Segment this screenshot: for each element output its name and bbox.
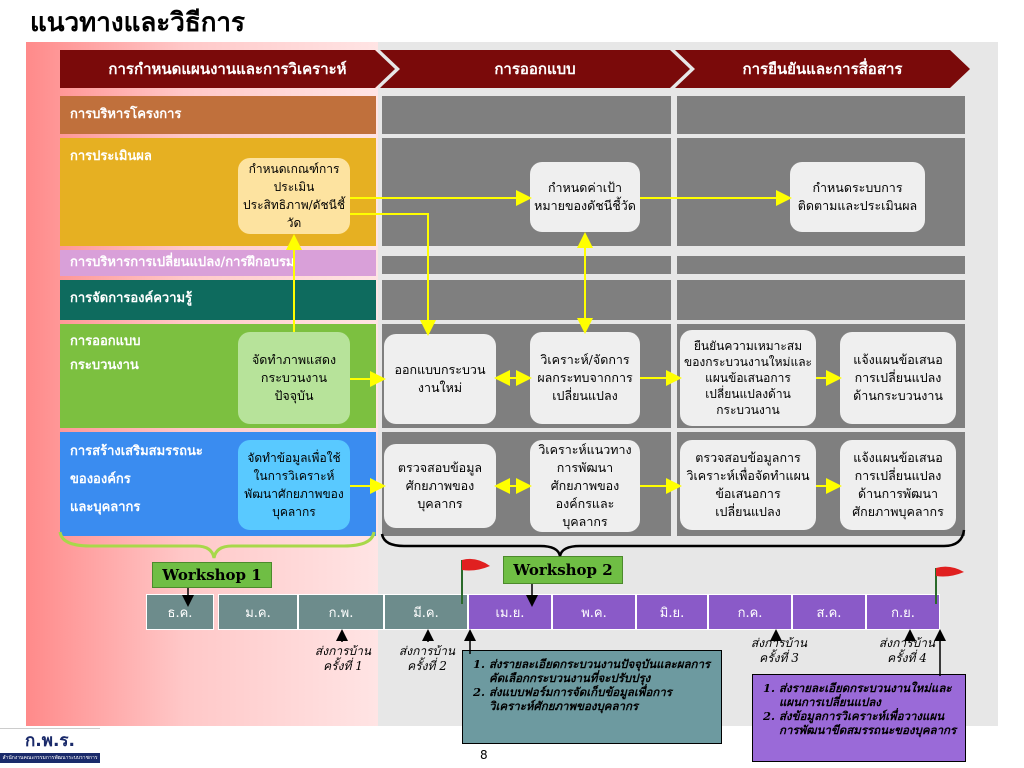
month-may: พ.ค.: [552, 594, 636, 630]
homework-3: ส่งการบ้าน ครั้งที่ 3: [750, 636, 808, 665]
month-jun: มิ.ย.: [636, 594, 708, 630]
notify-process-box: แจ้งแผนข้อเสนอการเปลี่ยนแปลงด้านกระบวนงา…: [840, 332, 956, 424]
confirm-box: ยืนยันความเหมาะสมของกระบวนงานใหม่และแผนข…: [680, 330, 816, 426]
note-left-2: ส่งแบบฟอร์มการจัดเก็บข้อมูลเพื่อการวิเคร…: [489, 685, 713, 713]
note-right-2: ส่งข้อมูลการวิเคราะห์เพื่อวางแผนการพัฒนา…: [779, 709, 957, 737]
page-number: 8: [480, 748, 488, 762]
flag-icon: [461, 558, 490, 604]
row-project: การบริหารโครงการ: [60, 96, 376, 134]
month-mar: มี.ค.: [384, 594, 468, 630]
kpi-criteria-box: กำหนดเกณฑ์การประเมินประสิทธิภาพ/ดัชนีชี้…: [238, 158, 350, 234]
cell-design-project: [382, 96, 671, 134]
bracket-planning: [58, 531, 376, 559]
notes-left-box: ส่งรายละเอียดกระบวนงานปัจจุบันและผลการคั…: [462, 650, 722, 744]
homework-1: ส่งการบ้าน ครั้งที่ 1: [314, 644, 372, 673]
phase-design: การออกแบบ: [380, 50, 690, 88]
month-dec: ธ.ค.: [146, 594, 214, 630]
analyze-dev-box: วิเคราะห์แนวทางการพัฒนาศักยภาพขององค์กรแ…: [530, 440, 640, 532]
phase-planning: การกำหนดแผนงานและการวิเคราะห์: [60, 50, 395, 88]
month-jul: ก.ค.: [708, 594, 792, 630]
row-process-line2: กระบวนงาน: [70, 358, 139, 373]
kpi-target-box: กำหนดค่าเป้าหมายของดัชนีชี้วัด: [530, 162, 640, 232]
row-capability-line1: การสร้างเสริมสมรรถนะ: [70, 444, 203, 459]
impact-box: วิเคราะห์/จัดการผลกระทบจากการเปลี่ยนแปลง: [530, 332, 640, 424]
collect-data-box: จัดทำข้อมูลเพื่อใช้ในการวิเคราะห์พัฒนาศั…: [238, 440, 350, 530]
logo-text: ก.พ.ร.: [24, 731, 75, 751]
row-process-line1: การออกแบบ: [70, 334, 141, 349]
row-knowledge: การจัดการองค์ความรู้: [60, 280, 376, 320]
new-process-box: ออกแบบกระบวนงานใหม่: [384, 334, 496, 424]
monitoring-box: กำหนดระบบการติดตามและประเมินผล: [790, 162, 925, 232]
note-right-1: ส่งรายละเอียดกระบวนงานใหม่และแผนการเปลี่…: [779, 681, 957, 709]
notes-right-box: ส่งรายละเอียดกระบวนงานใหม่และแผนการเปลี่…: [752, 674, 966, 762]
workshop-1: Workshop 1: [152, 562, 272, 588]
cell-confirm-knowledge: [677, 280, 965, 320]
row-capability-line2: ขององค์กร: [70, 472, 131, 487]
homework-2: ส่งการบ้าน ครั้งที่ 2: [398, 644, 456, 673]
cell-design-knowledge: [382, 280, 671, 320]
row-capability-line3: และบุคลากร: [70, 500, 141, 515]
month-aug: ส.ค.: [792, 594, 866, 630]
logo: ก.พ.ร. สำนักงานคณะกรรมการพัฒนาระบบราชการ: [0, 728, 100, 768]
page-title: แนวทางและวิธีการ: [30, 8, 245, 38]
cell-design-change: [382, 256, 671, 274]
homework-4: ส่งการบ้าน ครั้งที่ 4: [878, 636, 936, 665]
cell-confirm-project: [677, 96, 965, 134]
cell-confirm-change: [677, 256, 965, 274]
check-capability-box: ตรวจสอบข้อมูลศักยภาพของบุคลากร: [384, 444, 496, 528]
note-left-1: ส่งรายละเอียดกระบวนงานปัจจุบันและผลการคั…: [489, 657, 713, 685]
arrow-kpi-to-newprocess: [350, 213, 436, 336]
row-change: การบริหารการเปลี่ยนแปลง/การฝึกอบรม: [60, 250, 376, 276]
workshop-2: Workshop 2: [503, 556, 623, 584]
bracket-design: [380, 529, 966, 557]
flag-icon: [935, 566, 964, 604]
check-analysis-box: ตรวจสอบข้อมูลการวิเคราะห์เพื่อจัดทำแผนข้…: [680, 440, 816, 530]
month-apr: เม.ย.: [468, 594, 552, 630]
logo-subtext: สำนักงานคณะกรรมการพัฒนาระบบราชการ: [0, 753, 100, 763]
month-sep: ก.ย.: [866, 594, 940, 630]
month-jan: ม.ค.: [218, 594, 298, 630]
notify-dev-box: แจ้งแผนข้อเสนอการเปลี่ยนแปลงด้านการพัฒนา…: [840, 440, 956, 530]
current-map-box: จัดทำภาพแสดงกระบวนงานปัจจุบัน: [238, 332, 350, 424]
phase-confirm: การยืนยันและการสื่อสาร: [675, 50, 970, 88]
